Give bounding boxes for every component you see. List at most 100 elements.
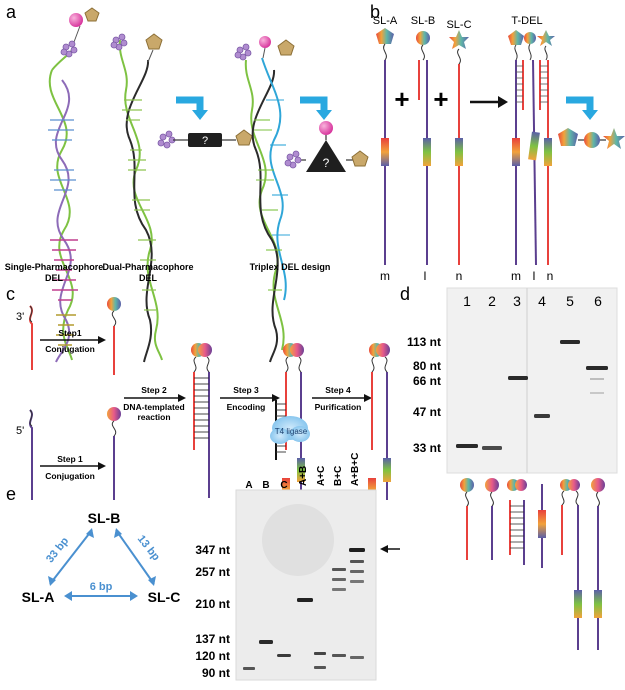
pharmacophore-ball-icon <box>259 36 271 48</box>
marker-90nt: 90 nt <box>202 666 230 680</box>
marker-113nt: 113 nt <box>407 335 441 349</box>
purified-product <box>368 343 391 502</box>
strand-label-n: n <box>456 269 463 283</box>
step2-desc2: reaction <box>137 412 170 422</box>
sl-b-strand <box>416 31 431 265</box>
strand-label-n: n <box>547 269 554 283</box>
pharmacophore-ball-icon <box>69 13 83 27</box>
edge-label-6bp: 6 bp <box>90 581 113 593</box>
strand-label-l: l <box>533 269 536 283</box>
t-del-assembly <box>508 30 555 266</box>
lane-2-construct <box>485 478 499 560</box>
step2-title: Step 2 <box>141 385 167 395</box>
lane-1-construct <box>460 478 474 560</box>
strand-label-m: m <box>511 269 521 283</box>
lane-5-construct <box>560 479 582 650</box>
marker-33nt: 33 nt <box>413 441 441 455</box>
building-block-flower-icon <box>234 43 252 61</box>
transform-arrow-icon <box>176 96 204 112</box>
marker-120nt: 120 nt <box>195 649 230 663</box>
dual-pharmacophore-helix <box>110 33 163 363</box>
triplex-del-label: Triplex DEL design <box>250 262 331 272</box>
building-block-flower-icon <box>60 40 78 58</box>
pharmacophore-pentagon-icon <box>277 39 295 56</box>
lane-4-construct <box>538 484 546 568</box>
lane-4-label: 4 <box>538 293 546 309</box>
gel-d-bands <box>456 340 608 450</box>
sl-a-label: SL-A <box>373 15 398 27</box>
panel-b-letter: b <box>370 2 380 22</box>
triplex-product-icon: ? <box>284 121 369 172</box>
single-pharmacophore-helix <box>48 7 100 363</box>
step2-desc: DNA-templated <box>123 402 184 412</box>
panel-d-letter: d <box>400 284 410 304</box>
step1-bottom-title: Step 1 <box>57 454 83 464</box>
step1-bottom-desc: Conjugation <box>45 471 95 481</box>
sl-b-label: SL-B <box>411 15 435 27</box>
node-sl-a: SL-A <box>22 589 55 605</box>
gel-d <box>446 287 618 474</box>
lane-b-label: B <box>262 480 269 491</box>
sl-a-strand <box>376 28 394 265</box>
lane-ac-label: A+C <box>316 466 327 486</box>
marker-47nt: 47 nt <box>413 405 441 419</box>
plus-operator: + <box>433 84 448 114</box>
step1-top-desc: Conjugation <box>45 344 95 354</box>
sl-c-strand <box>449 30 469 265</box>
t-del-label: T-DEL <box>511 15 542 27</box>
lane-6-label: 6 <box>594 293 602 309</box>
triplex-product-icon <box>558 128 625 149</box>
lane-1-label: 1 <box>463 293 471 309</box>
step1-top-title: Step1 <box>58 328 81 338</box>
pharmacophore-pentagon-icon <box>84 7 100 22</box>
single-pharmacophore-label: Single-Pharmacophore <box>5 262 104 272</box>
sl-c-label: SL-C <box>446 19 471 31</box>
t4-ligase-label: T4 ligase <box>275 427 308 436</box>
marker-137nt: 137 nt <box>195 632 230 646</box>
marker-80nt: 80 nt <box>413 359 441 373</box>
lane-c-label: C <box>280 480 287 491</box>
encoding-intermediate: T4 ligase <box>270 343 310 502</box>
panel-e-letter: e <box>6 484 16 504</box>
building-block-flower-icon <box>110 33 128 51</box>
strand-label-m: m <box>380 269 390 283</box>
lane-bc-label: B+C <box>333 466 344 486</box>
lane-3-construct <box>507 479 527 565</box>
lane-abc-label: A+B+C <box>350 453 361 486</box>
transform-arrow-icon <box>566 96 594 112</box>
plus-operator: + <box>394 84 409 114</box>
conjugated-strand-purple <box>107 407 121 500</box>
panel-d: d 1 2 3 4 5 6 113 nt 80 nt 66 nt 47 nt 3… <box>400 284 618 650</box>
lane-2-label: 2 <box>488 293 496 309</box>
node-sl-b: SL-B <box>88 510 121 526</box>
step3-title: Step 3 <box>233 385 259 395</box>
panel-a: a <box>5 2 369 363</box>
pharmacophore-pentagon-icon <box>145 33 163 50</box>
panel-a-letter: a <box>6 2 17 22</box>
dual-product-icon: ? <box>157 129 253 149</box>
unknown-scaffold-label: ? <box>323 156 330 170</box>
five-prime-end-label: 5' <box>16 425 24 437</box>
conjugated-strand-red <box>107 297 121 375</box>
unknown-linker-label: ? <box>202 135 208 147</box>
duplex-intermediate <box>191 343 212 498</box>
lane-ab-label: A+B <box>298 466 309 486</box>
panel-e: e SL-B SL-A SL-C 33 bp 13 bp 6 bp A B C … <box>6 453 400 681</box>
three-prime-end-label: 3' <box>16 311 24 323</box>
panel-b: b SL-A SL-B SL-C T-DEL + + <box>370 2 625 283</box>
step4-title: Step 4 <box>325 385 351 395</box>
triplex-helix <box>234 36 295 363</box>
marker-210nt: 210 nt <box>195 597 230 611</box>
lane-6-construct <box>591 478 605 650</box>
edge-label-13bp: 13 bp <box>135 533 162 563</box>
dual-pharmacophore-label-del: DEL <box>139 273 158 283</box>
panel-c-letter: c <box>6 284 15 304</box>
node-sl-c: SL-C <box>148 589 181 605</box>
edge-arrows <box>49 529 155 597</box>
lane-a-label: A <box>245 480 252 491</box>
lane-5-label: 5 <box>566 293 574 309</box>
target-band-arrow-icon <box>380 545 400 553</box>
lane-3-label: 3 <box>513 293 521 309</box>
step4-desc: Purification <box>315 402 362 412</box>
